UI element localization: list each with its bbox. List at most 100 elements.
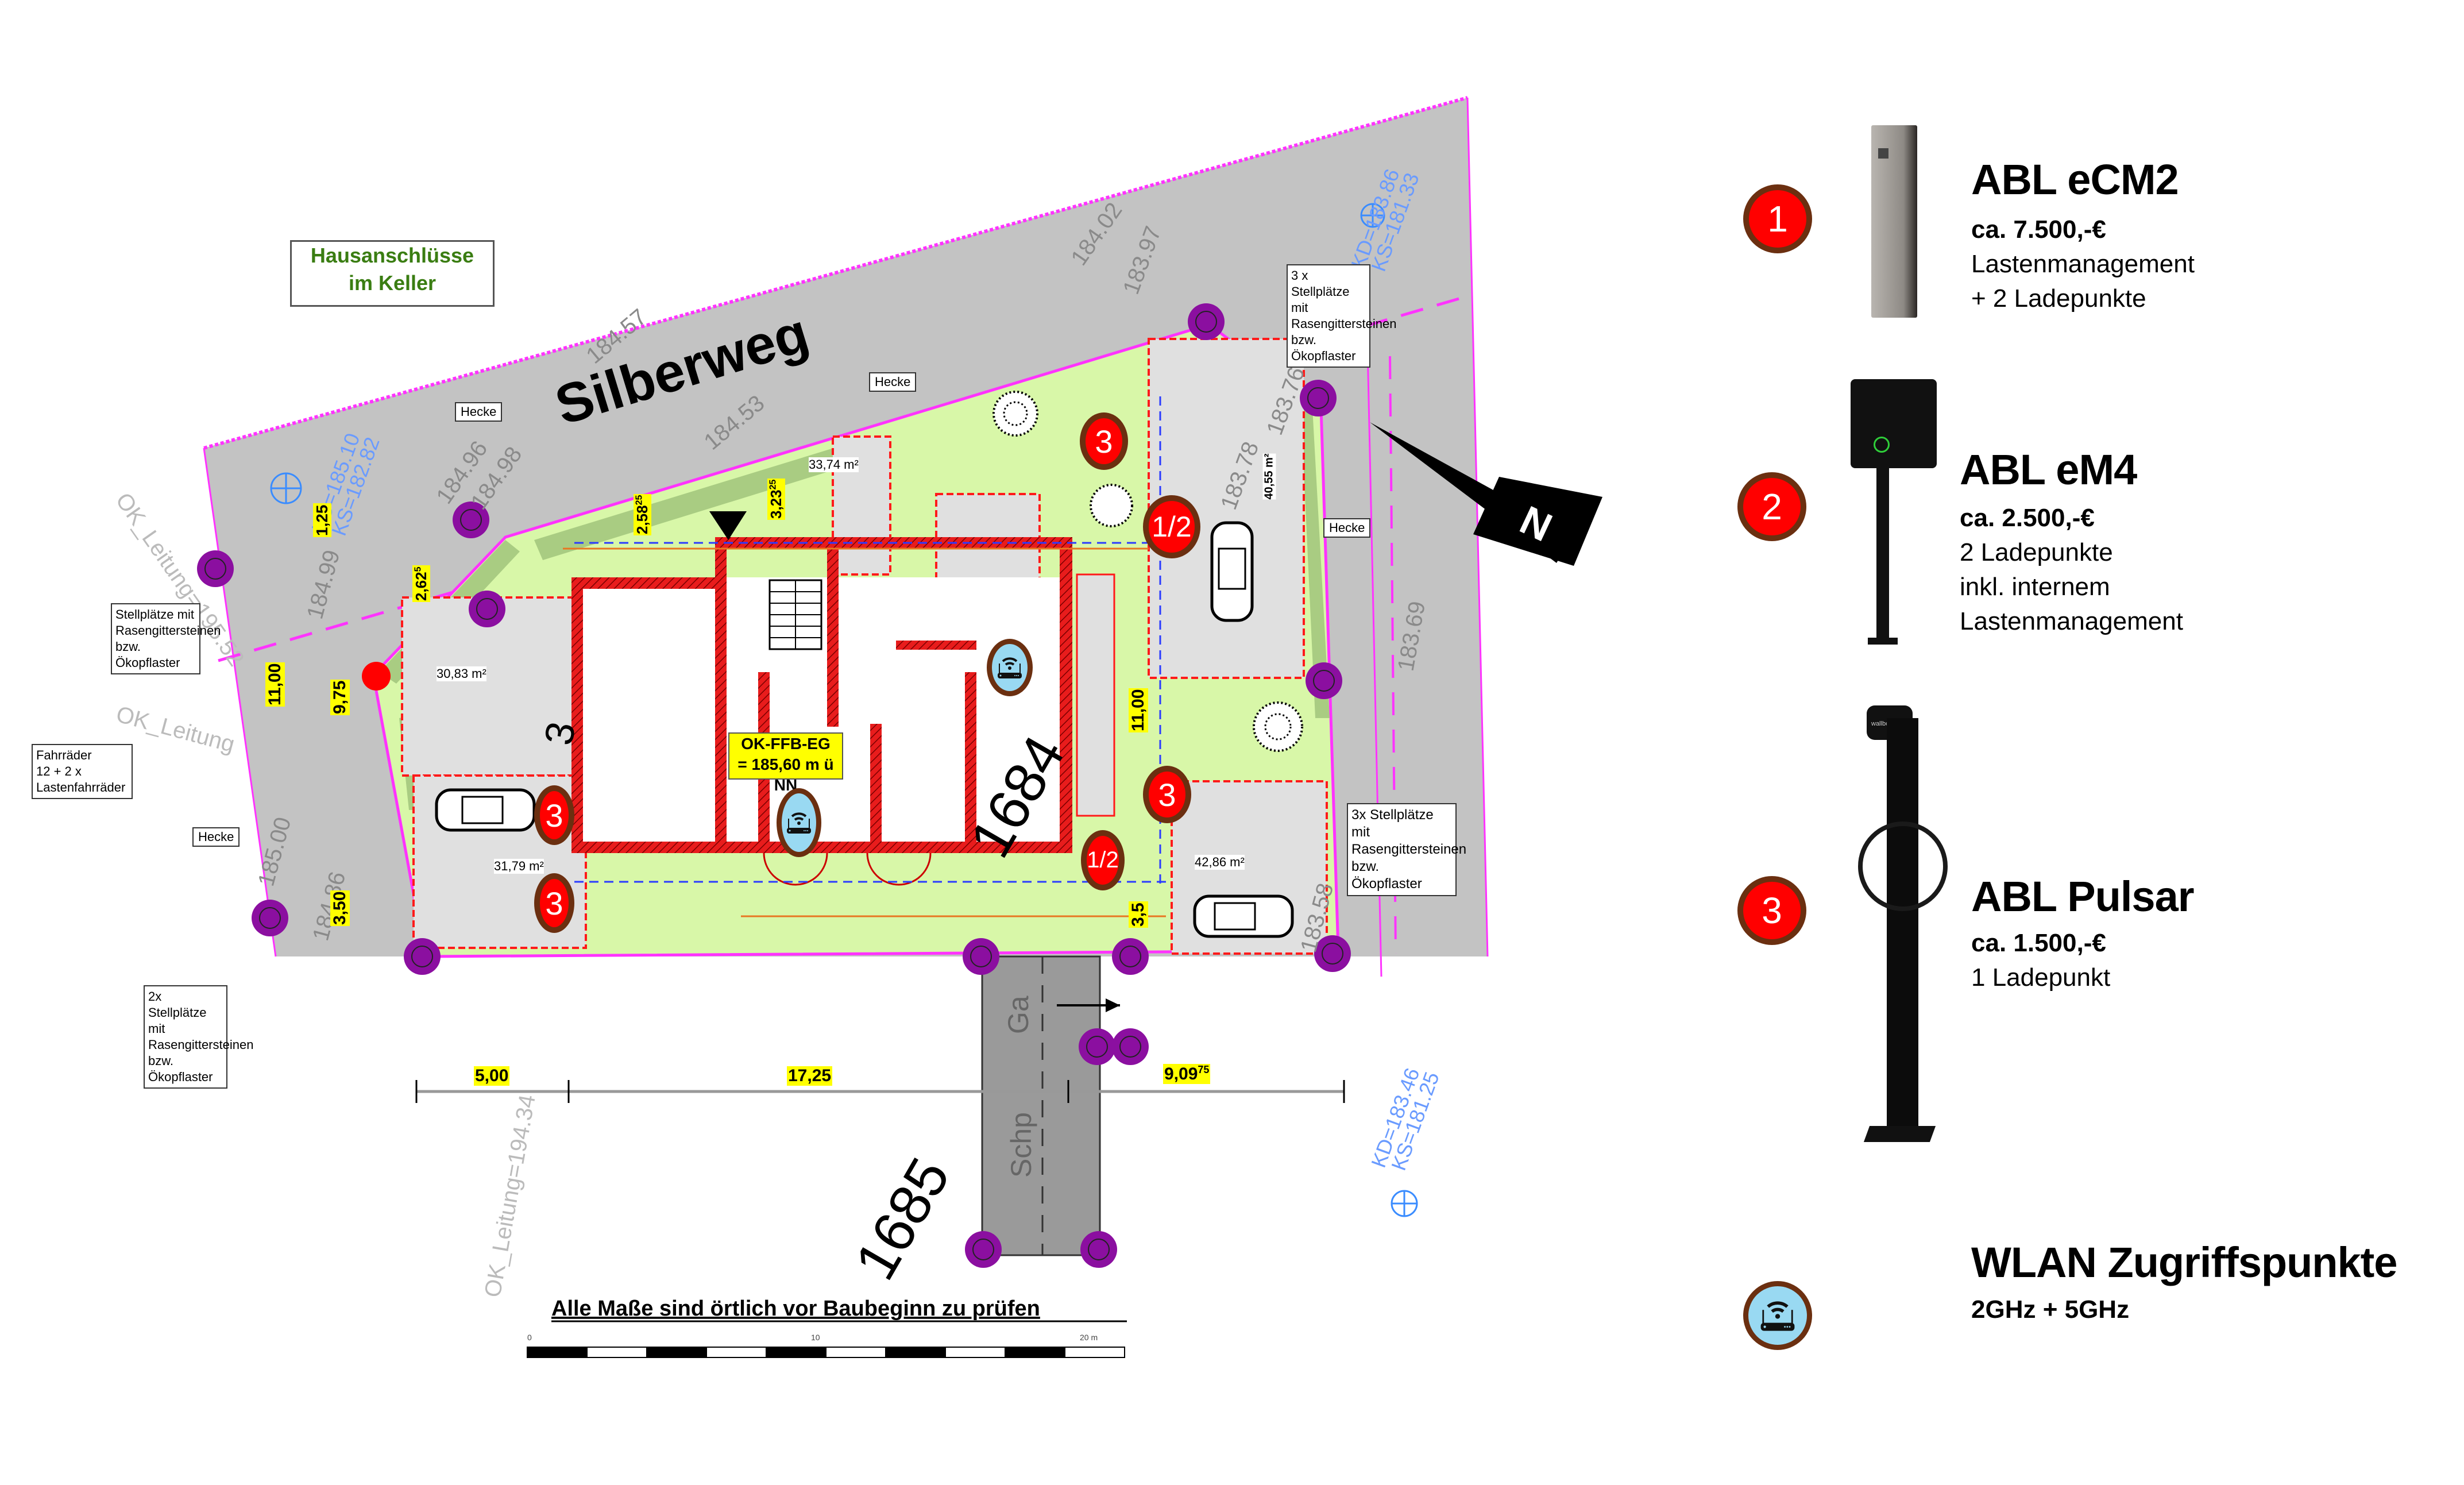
device-pole xyxy=(1876,468,1889,641)
tree-icon xyxy=(1253,701,1303,752)
charger-marker-ecm2-em4[interactable]: 1/2 xyxy=(1143,495,1200,558)
dimension-tag: 3,2325 xyxy=(767,478,785,520)
boundary-marker-ring xyxy=(1119,946,1141,967)
dimension-tag: 9,0975 xyxy=(1163,1064,1211,1084)
callout-line: bzw. Ökopflaster xyxy=(1291,333,1356,363)
dimension-tag: 2,5825 xyxy=(634,493,651,535)
wifi-access-point-marker[interactable] xyxy=(777,788,821,857)
wifi-access-point-marker[interactable] xyxy=(987,639,1033,696)
legend-desc-em4: inkl. internem xyxy=(1960,573,2110,601)
dimension-value: 9,09 xyxy=(1164,1064,1198,1083)
building xyxy=(571,537,1072,886)
scale-bar-segment xyxy=(945,1347,1006,1358)
boundary-marker-ring xyxy=(204,558,226,580)
boundary-marker xyxy=(965,1231,1002,1268)
dimension-sup: 75 xyxy=(1198,1064,1210,1075)
street-boundary-line xyxy=(203,96,1468,450)
router-icon xyxy=(1760,1301,1795,1331)
callout-parking-3x-bottom: 3x Stellplätze mit Rasengittersteinen bz… xyxy=(1347,803,1466,896)
dimension-value: 2,58 xyxy=(634,505,651,534)
scale-bar-segment xyxy=(1005,1347,1065,1358)
scale-bar-segment xyxy=(646,1347,707,1358)
manhole-icon xyxy=(1391,1190,1418,1217)
scale-bar-segment xyxy=(766,1347,827,1358)
device-image-em4 xyxy=(1851,379,1940,645)
device-base xyxy=(1863,1126,1936,1142)
device-base xyxy=(1868,638,1898,645)
tree-icon xyxy=(1090,484,1133,527)
callout-hedge: Hecke xyxy=(1323,518,1371,538)
legend-desc-ecm2: Lastenmanagement xyxy=(1971,250,2195,278)
garage-arrow-head xyxy=(1106,998,1120,1012)
dimension-value: 3,23 xyxy=(767,489,785,519)
svg-text:OK_Leitung=194.34: OK_Leitung=194.34 xyxy=(480,1093,540,1299)
dimension-tag: 11,00 xyxy=(265,662,285,707)
dimension-sup: 5 xyxy=(413,566,423,572)
legend-title-pulsar: ABL Pulsar xyxy=(1971,873,2195,920)
area-label: 42,86 m² xyxy=(1195,855,1245,870)
boundary-marker-ring xyxy=(1088,1239,1110,1260)
boundary-marker xyxy=(1300,380,1337,416)
legend-subtitle-wifi: 2GHz + 5GHz xyxy=(1971,1295,2130,1324)
north-arrow-icon: N xyxy=(1370,422,1602,566)
charger-marker-pulsar[interactable]: 3 xyxy=(1080,412,1128,470)
legend-price-pulsar: ca. 1.500,-€ xyxy=(1971,929,2106,957)
car-icon xyxy=(1210,521,1254,622)
callout-line: Fahrräder xyxy=(36,748,92,762)
scale-bar-segment xyxy=(885,1347,946,1358)
legend-desc-ecm2: + 2 Ladepunkte xyxy=(1971,284,2146,313)
tree-icon xyxy=(992,391,1038,437)
charger-marker-pulsar[interactable]: 3 xyxy=(1143,766,1191,823)
dimension-tag: 11,00 xyxy=(1129,688,1148,732)
callout-line: bzw. Ökopflaster xyxy=(115,639,180,670)
device-housing xyxy=(1851,379,1937,468)
dimension-tag: 9,75 xyxy=(330,679,350,715)
charger-marker-ecm2-em4[interactable]: 1/2 xyxy=(1081,830,1125,890)
callout-line: Rasengittersteinen xyxy=(115,623,221,638)
callout-hedge: Hecke xyxy=(869,372,917,392)
legend-badge-2: 2 xyxy=(1737,472,1806,541)
scale-bar-segment xyxy=(825,1347,886,1358)
floor-level-line: = 185,60 m ü NN xyxy=(737,755,834,794)
callout-line: 3x Stellplätze mit xyxy=(1351,807,1434,840)
boundary-marker xyxy=(1314,935,1351,972)
router-icon xyxy=(998,657,1022,678)
callout-hedge: Hecke xyxy=(192,827,240,847)
dimension-tag: 17,25 xyxy=(787,1066,833,1086)
legend-desc-pulsar: 1 Ladepunkt xyxy=(1971,963,2111,992)
callout-parking-2x: 2x Stellplätze mit Rasengittersteinen bz… xyxy=(144,985,253,1089)
scale-bar xyxy=(527,1347,1125,1358)
dimension-tag: 1,25 xyxy=(313,503,331,537)
boundary-marker xyxy=(404,938,441,975)
status-led-icon xyxy=(1874,437,1890,453)
boundary-marker-ring xyxy=(1322,943,1343,965)
boundary-marker xyxy=(453,502,489,538)
scale-bar-segment xyxy=(1064,1347,1125,1358)
dimension-value: 2,62 xyxy=(412,572,430,601)
boundary-marker-ring xyxy=(972,1239,994,1260)
callout-line: Hausanschlüsse xyxy=(310,244,474,267)
cable-coil-icon xyxy=(1858,821,1948,911)
garage-driveway xyxy=(981,955,1101,1256)
legend-desc-em4: Lastenmanagement xyxy=(1960,607,2183,635)
charger-marker-pulsar[interactable]: 3 xyxy=(534,873,574,933)
device-image-ecm2 xyxy=(1871,125,1917,318)
legend-title-wifi: WLAN Zugriffspunkte xyxy=(1971,1239,2397,1286)
legend-price-em4: ca. 2.500,-€ xyxy=(1960,504,2095,532)
callout-line: Stellplätze mit xyxy=(115,607,194,622)
callout-line: bzw. Ökopflaster xyxy=(148,1054,213,1084)
boundary-marker-ring xyxy=(970,946,992,967)
terrace-right xyxy=(1076,573,1115,817)
dimension-sup: 25 xyxy=(768,479,778,490)
area-label: 33,74 m² xyxy=(809,457,859,472)
scale-bar-segment xyxy=(706,1347,767,1358)
boundary-left xyxy=(203,448,277,957)
callout-bicycles: Fahrräder 12 + 2 x Lastenfahrräder xyxy=(32,744,133,799)
bay-window-right xyxy=(866,853,932,886)
bay-window-left xyxy=(763,853,828,886)
boundary-marker xyxy=(1188,303,1225,340)
legend-price-ecm2: ca. 7.500,-€ xyxy=(1971,215,2106,244)
scale-bar-segment xyxy=(527,1347,588,1358)
charger-marker-pulsar[interactable]: 3 xyxy=(534,785,574,845)
boundary-marker xyxy=(197,550,234,587)
